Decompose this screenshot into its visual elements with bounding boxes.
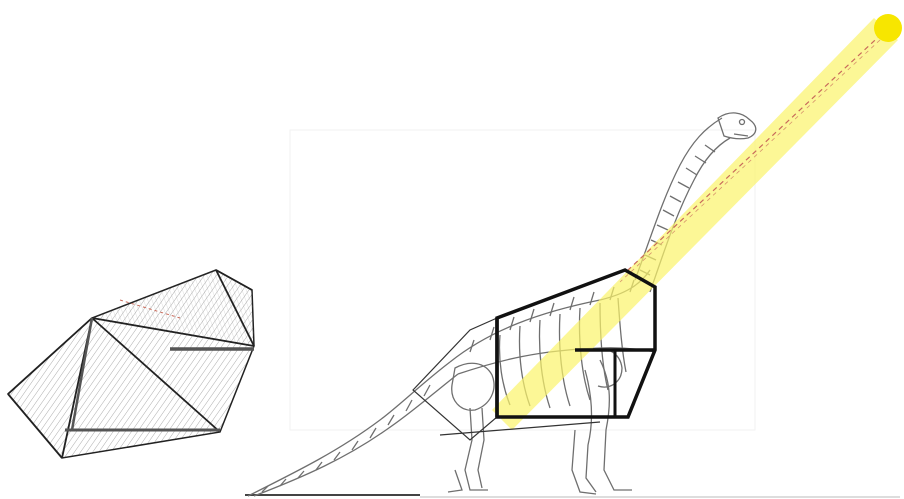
folded-sheet-model <box>8 270 254 458</box>
sunlight-beam <box>492 18 898 430</box>
sun <box>874 14 902 42</box>
ground-line <box>245 495 900 497</box>
dinosaur-skeleton <box>248 113 756 496</box>
